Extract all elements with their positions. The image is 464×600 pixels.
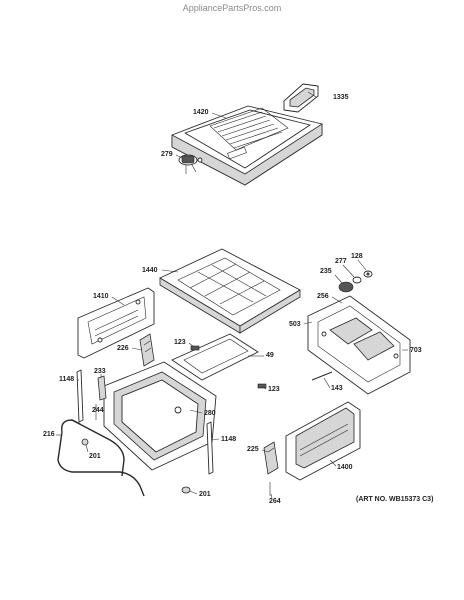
back-panel-503: [307, 295, 411, 395]
hinge-233: [97, 375, 107, 401]
art-number: (ART NO. WB15373 C3): [356, 496, 433, 503]
callout-235: 235: [320, 268, 332, 275]
door-frame-280: [103, 361, 217, 471]
sensor-279: [178, 154, 203, 174]
rod-143: [311, 371, 333, 381]
gasket-216: [57, 419, 145, 497]
callout-1420: 1420: [193, 109, 209, 116]
callout-1410: 1410: [93, 293, 109, 300]
callout-233: 233: [94, 368, 106, 375]
cooktop-1440: [159, 248, 301, 334]
callout-123: 123: [268, 386, 280, 393]
drawer-1400: [285, 401, 361, 481]
callout-201: 201: [89, 453, 101, 460]
top-panel-1420: [171, 105, 323, 186]
callout-128: 128: [351, 253, 363, 260]
callout-226: 226: [117, 345, 129, 352]
side-panel-1410: [77, 287, 155, 359]
callout-503: 503: [289, 321, 301, 328]
clip-123b: [257, 383, 267, 389]
callout-256: 256: [317, 293, 329, 300]
hinge-226: [139, 333, 155, 367]
callout-1148: 1148: [59, 376, 74, 383]
callout-279: 279: [161, 151, 173, 158]
callout-1440: 1440: [142, 267, 158, 274]
callout-244: 244: [92, 407, 104, 414]
watermark: AppliancePartsPros.com: [182, 3, 282, 13]
callout-1400: 1400: [337, 464, 353, 471]
callout-1148: 1148: [221, 436, 236, 443]
knob-assembly: [338, 270, 373, 293]
callout-277: 277: [335, 258, 347, 265]
foot-201: [181, 486, 191, 494]
strip-1148-left: [76, 369, 214, 475]
callout-201: 201: [199, 491, 211, 498]
callout-703: 703: [410, 347, 422, 354]
leader-lines: [56, 91, 408, 499]
hinge-225: [263, 441, 279, 475]
callout-123: 123: [174, 339, 186, 346]
callout-labels: 1335 1420 279 128 277 1440 235 1410 256 503 123 226…: [43, 94, 422, 505]
callout-49: 49: [266, 352, 274, 359]
bracket-1335: [283, 83, 319, 113]
tray-49: [171, 333, 259, 381]
callout-143: 143: [331, 385, 343, 392]
callout-225: 225: [247, 446, 259, 453]
callout-264: 264: [269, 498, 281, 505]
callout-1335: 1335: [333, 94, 349, 101]
clip-123a: [190, 345, 200, 351]
callout-216: 216: [43, 431, 55, 438]
callout-280: 280: [204, 410, 216, 417]
